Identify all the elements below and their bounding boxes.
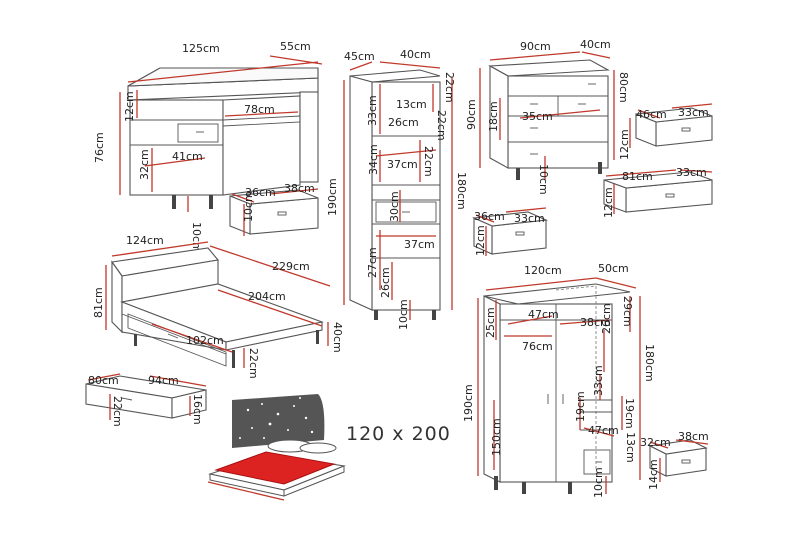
- bookcase-shelf-height-label: 33cm: [366, 95, 379, 126]
- desk-top-gap-label: 12cm: [123, 91, 136, 122]
- bed-side-height-label: 40cm: [331, 322, 344, 353]
- dresser-large-drawer-height-label: 12cm: [602, 187, 615, 218]
- wardrobe-lower-depth-label: 13cm: [624, 432, 637, 463]
- wardrobe: 120cm 50cm 190cm 180cm 25cm 29cm 47cm 38…: [462, 262, 709, 498]
- wardrobe-top-height-label: 25cm: [484, 307, 497, 338]
- wardrobe-drawer-gap-right-label: 19cm: [623, 398, 636, 429]
- wardrobe-drawer-height-label: 14cm: [647, 459, 660, 490]
- bookcase-shelf-width-label: 37cm: [387, 158, 418, 171]
- desk-width-label: 125cm: [182, 42, 220, 55]
- bookcase-drawer-depth-label: 36cm: [474, 210, 505, 223]
- dresser-large-drawer-depth-label: 33cm: [676, 166, 707, 179]
- bookcase-height-label: 190cm: [326, 178, 339, 216]
- bookcase-leg-label: 10cm: [397, 299, 410, 330]
- bookcase-shelf-depth-label: 13cm: [396, 98, 427, 111]
- dresser-depth-label: 40cm: [580, 38, 611, 51]
- bookcase-inner-height-2-label: 34cm: [367, 144, 380, 175]
- bed-mattress-length-label: 204cm: [248, 290, 286, 303]
- desk: 125cm 55cm 76cm 12cm 78cm 32cm 41cm 10cm…: [93, 40, 323, 253]
- dresser-drawer-height-label: 18cm: [487, 101, 500, 132]
- bed-drawer-inner-label: 16cm: [191, 394, 204, 425]
- dresser-small-drawer-height-label: 12cm: [618, 129, 631, 160]
- bed-drawer-width-small-label: 80cm: [88, 374, 119, 387]
- dresser-large-drawer-width-label: 81cm: [622, 170, 653, 183]
- wardrobe-rail-width-label: 76cm: [522, 340, 553, 353]
- bed: 124cm 229cm 81cm 204cm 102cm 22cm 40cm 8…: [85, 234, 344, 427]
- wardrobe-shelf-width-label: 47cm: [528, 308, 559, 321]
- wardrobe-drawer-width-label: 32cm: [640, 436, 671, 449]
- dresser-width-label: 90cm: [520, 40, 551, 53]
- dresser-height-label: 90cm: [465, 99, 478, 130]
- wardrobe-lower-width-label: 47cm: [588, 424, 619, 437]
- dresser-small-drawer-depth-label: 33cm: [678, 106, 709, 119]
- bookcase-width-label: 45cm: [344, 50, 375, 63]
- wardrobe-side-shelf-label: 26cm: [600, 303, 613, 334]
- desk-cabinet-height-label: 32cm: [138, 149, 151, 180]
- mattress-illustration: 120 x 200: [207, 394, 451, 501]
- wardrobe-drawer-depth-label: 38cm: [678, 430, 709, 443]
- desk-leg-label: 10cm: [190, 222, 203, 253]
- dresser-inner-width-label: 35cm: [522, 110, 553, 123]
- bed-drawer-height-label: 22cm: [247, 348, 260, 379]
- desk-depth-label: 55cm: [280, 40, 311, 53]
- bed-length-label: 229cm: [272, 260, 310, 273]
- wardrobe-shelf-depth-label: 38cm: [580, 316, 611, 329]
- bookcase-depth-label: 40cm: [400, 48, 431, 61]
- mattress-size-label: 120 x 200: [346, 423, 451, 445]
- wardrobe-height-label: 190cm: [462, 384, 475, 422]
- bookcase-total-side-label: 180cm: [455, 172, 468, 210]
- bookcase-drawer-height-label: 12cm: [474, 225, 487, 256]
- dresser-body-height-label: 80cm: [617, 72, 630, 103]
- bookcase-top-height-label: 22cm: [443, 72, 456, 103]
- desk-knee-width-label: 78cm: [244, 103, 275, 116]
- bookcase-lower-width-label: 37cm: [404, 238, 435, 251]
- bed-headboard-height-label: 81cm: [92, 287, 105, 318]
- bookcase: 45cm 40cm 190cm 22cm 13cm 33cm 26cm 22cm…: [326, 48, 549, 330]
- wardrobe-inner-height-label: 180cm: [643, 344, 656, 382]
- bookcase-inner-height-1-label: 22cm: [435, 110, 448, 141]
- dresser-small-drawer-width-label: 46cm: [636, 108, 667, 121]
- wardrobe-leg-label: 10cm: [592, 467, 605, 498]
- dresser: 90cm 40cm 90cm 80cm 18cm 35cm 10cm 46cm …: [465, 38, 713, 218]
- wardrobe-width-label: 120cm: [524, 264, 562, 277]
- wardrobe-depth-label: 50cm: [598, 262, 629, 275]
- bookcase-lower-depth-label: 26cm: [379, 267, 392, 298]
- bookcase-inner-height-3-label: 22cm: [422, 146, 435, 177]
- desk-drawer-height-label: 10cm: [242, 191, 255, 222]
- desk-height-label: 76cm: [93, 132, 106, 163]
- wardrobe-drawer-gap-label: 19cm: [574, 391, 587, 422]
- bed-drawer-height-small-label: 22cm: [111, 396, 124, 427]
- wardrobe-top-gap-label: 29cm: [621, 296, 634, 327]
- bookcase-inner-height-4-label: 30cm: [388, 191, 401, 222]
- bookcase-lower-height-label: 27cm: [366, 247, 379, 278]
- bookcase-inner-depth-label: 26cm: [388, 116, 419, 129]
- desk-drawer-depth-label: 36cm: [245, 186, 276, 199]
- bookcase-drawer-width-label: 33cm: [514, 212, 545, 225]
- dresser-leg-label: 10cm: [537, 164, 550, 195]
- wardrobe-side-height-label: 33cm: [592, 365, 605, 396]
- desk-drawer-width-label: 38cm: [284, 182, 315, 195]
- bed-drawer-depth-label: 94cm: [148, 374, 179, 387]
- wardrobe-door-height-label: 150cm: [490, 418, 503, 456]
- desk-cabinet-width-label: 41cm: [172, 150, 203, 163]
- bed-width-label: 124cm: [126, 234, 164, 247]
- bed-drawer-width-label: 102cm: [186, 334, 224, 347]
